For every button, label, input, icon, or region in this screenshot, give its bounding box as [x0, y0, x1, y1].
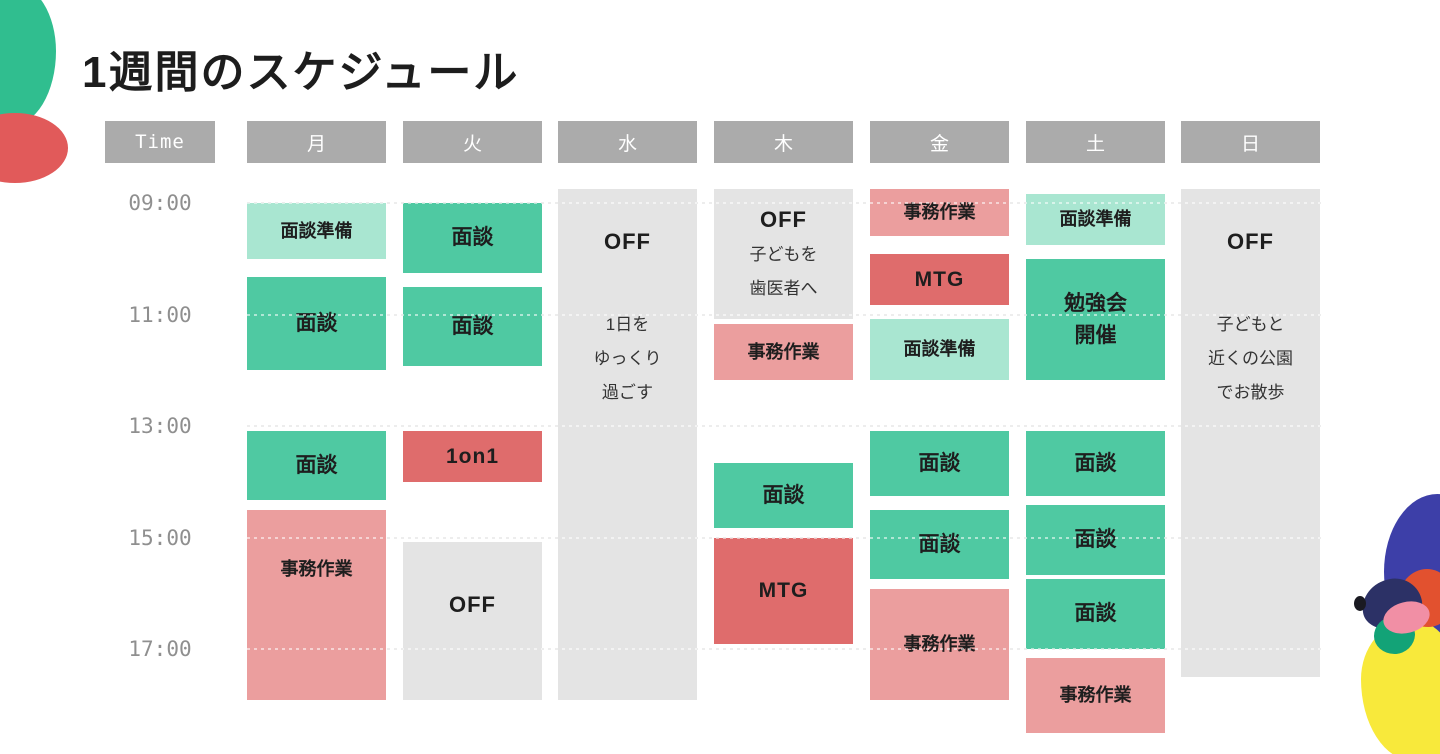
event-block: 面談	[247, 277, 386, 370]
time-label: 17:00	[128, 637, 192, 661]
event-block: MTG	[870, 254, 1009, 305]
time-label: 11:00	[128, 303, 192, 327]
event-block: 面談	[247, 431, 386, 500]
event-block: OFF 子どもを 歯医者へ	[714, 189, 853, 319]
event-label: MTG	[758, 579, 809, 603]
event-block: 面談準備	[870, 319, 1009, 380]
event-label: 勉強会 開催	[1064, 292, 1127, 347]
event-block: 面談	[1026, 579, 1165, 649]
decoration-black-dot-bottom-right	[1354, 596, 1366, 611]
decoration-green-blob-top-left	[0, 0, 56, 126]
day-header-cell: 木	[714, 121, 853, 163]
event-label: 面談準備	[1059, 209, 1132, 229]
event-label: 事務作業	[903, 634, 976, 654]
event-block: 1on1	[403, 431, 542, 482]
gridline-overlay	[247, 648, 1322, 650]
event-block: 面談	[1026, 431, 1165, 496]
time-label: 09:00	[128, 191, 192, 215]
event-block: OFF	[403, 542, 542, 700]
time-label: 15:00	[128, 526, 192, 550]
gridline-overlay	[247, 425, 1322, 427]
event-label: 面談	[451, 226, 494, 250]
event-block: 事務作業	[870, 189, 1009, 236]
day-header-cell: 日	[1181, 121, 1320, 163]
event-label: 1on1	[445, 444, 499, 468]
event-label: 事務作業	[903, 202, 976, 222]
event-label: 面談	[918, 451, 961, 475]
event-block: MTG	[714, 538, 853, 644]
event-block: OFF 子どもと 近くの公園 でお散歩	[1181, 189, 1320, 677]
event-block: 面談	[870, 510, 1009, 579]
event-note: 子どもと 近くの公園 でお散歩	[1208, 315, 1293, 402]
time-label: 13:00	[128, 414, 192, 438]
gridline-overlay	[247, 314, 1322, 316]
day-header-cell: 月	[247, 121, 386, 163]
event-label: 面談準備	[903, 339, 976, 359]
event-label: 事務作業	[1059, 685, 1132, 705]
event-block: 面談準備	[247, 203, 386, 259]
event-block: 事務作業	[247, 510, 386, 700]
decoration-red-blob-top-left	[0, 113, 68, 183]
event-block: 面談	[714, 463, 853, 528]
page-title: 1週間のスケジュール	[82, 48, 520, 97]
event-block: OFF 1日を ゆっくり 過ごす	[558, 189, 697, 700]
day-header-cell: 水	[558, 121, 697, 163]
event-block: 面談	[870, 431, 1009, 496]
event-block: 事務作業	[1026, 658, 1165, 733]
event-block: 面談	[1026, 505, 1165, 575]
day-header-cell: 土	[1026, 121, 1165, 163]
event-label: 面談	[295, 453, 338, 477]
gridline-overlay	[247, 537, 1322, 539]
event-label: 面談	[762, 483, 805, 507]
event-label: 面談	[295, 311, 338, 335]
event-label: 事務作業	[747, 341, 820, 362]
event-label: OFF	[760, 206, 807, 232]
event-block: 面談	[403, 203, 542, 273]
event-label: 事務作業	[280, 559, 353, 579]
event-label: 面談	[1074, 528, 1117, 552]
event-label: 面談	[1074, 602, 1117, 626]
event-note: 子どもを 歯医者へ	[749, 244, 818, 298]
event-block: 事務作業	[714, 324, 853, 380]
event-label: OFF	[604, 229, 651, 254]
gridline-overlay	[247, 202, 1322, 204]
event-note: 1日を ゆっくり 過ごす	[593, 315, 662, 402]
event-label: OFF	[449, 592, 496, 617]
event-label: 面談	[1074, 451, 1117, 475]
event-label: OFF	[1227, 229, 1274, 254]
event-label: 面談	[451, 314, 494, 338]
event-block: 事務作業	[870, 589, 1009, 700]
event-block: 面談	[403, 287, 542, 366]
event-block: 勉強会 開催	[1026, 259, 1165, 380]
day-header-cell: 金	[870, 121, 1009, 163]
event-label: MTG	[914, 267, 965, 291]
event-label: 面談準備	[280, 220, 353, 241]
day-header-cell: 火	[403, 121, 542, 163]
event-label: 面談	[918, 532, 961, 556]
time-header-cell: Time	[105, 121, 215, 163]
